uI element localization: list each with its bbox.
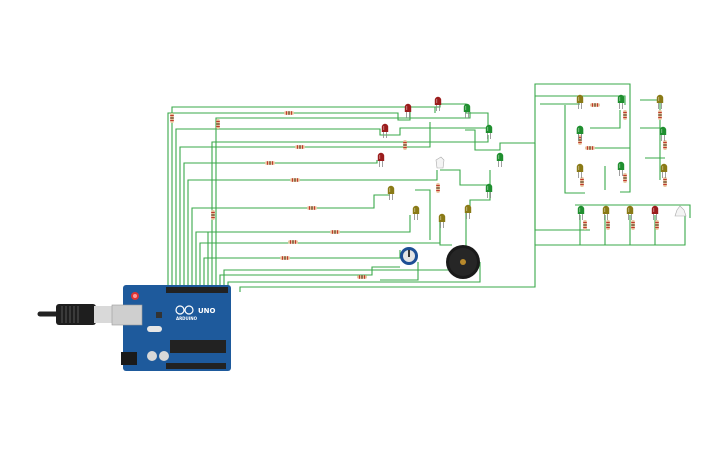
wire: [439, 222, 452, 246]
resistor: [623, 110, 627, 120]
wire: [440, 103, 489, 130]
wire: [590, 110, 621, 129]
wire: [534, 83, 631, 245]
resistor: [170, 113, 174, 123]
green-led: [463, 103, 471, 118]
wire: [440, 169, 488, 186]
wire: [380, 250, 401, 259]
wire: [191, 194, 390, 287]
resistor: [631, 220, 635, 230]
wire: [640, 99, 661, 180]
wire: [469, 190, 491, 210]
wire: [207, 231, 340, 287]
wire: [203, 257, 380, 287]
resistor: [606, 220, 610, 230]
green-led: [659, 126, 667, 141]
wire: [535, 95, 626, 105]
resistors: [170, 103, 667, 279]
wire: [385, 127, 490, 136]
resistor: [585, 146, 595, 150]
red-led: [434, 96, 442, 111]
resistor: [216, 119, 220, 129]
board-subtitle: ARDUINO: [176, 316, 198, 321]
resistor: [265, 161, 275, 165]
wire: [239, 216, 686, 292]
resistor: [290, 178, 300, 182]
arduino-uno-board[interactable]: UNO ARDUINO: [111, 285, 231, 371]
wire: [227, 281, 450, 287]
yellow-led: [464, 204, 472, 219]
green-led: [617, 94, 625, 109]
yellow-led: [576, 94, 584, 109]
resistor: [307, 206, 317, 210]
resistor: [623, 173, 627, 183]
potentiometer[interactable]: [400, 247, 418, 265]
wire: [564, 105, 585, 194]
wire: [490, 142, 535, 151]
green-led: [485, 183, 493, 198]
yellow-led: [660, 163, 668, 178]
resistor: [357, 275, 367, 279]
piezo-buzzer[interactable]: [446, 245, 480, 279]
resistor: [211, 210, 215, 220]
wire: [465, 129, 500, 151]
resistor: [578, 135, 582, 145]
green-led: [577, 205, 585, 220]
wire: [187, 170, 438, 287]
green-led: [576, 125, 584, 140]
resistor: [583, 220, 587, 230]
yellow-led: [576, 163, 584, 178]
resistor: [663, 140, 667, 150]
green-led: [496, 152, 504, 167]
yellow-led: [387, 185, 395, 200]
usb-cable: [37, 304, 112, 325]
wire: [534, 143, 590, 231]
resistor: [590, 103, 600, 107]
yellow-led: [602, 205, 610, 220]
light-sensor: [435, 156, 445, 169]
wire: [171, 106, 436, 287]
board-brand: UNO: [198, 307, 216, 315]
leds: [377, 94, 668, 228]
light-sensor: [674, 205, 687, 217]
resistor: [436, 183, 440, 193]
resistor: [663, 177, 667, 187]
wire: [380, 262, 419, 281]
resistor: [580, 177, 584, 187]
red-led: [377, 152, 385, 167]
wire: [215, 112, 471, 287]
wire: [223, 210, 467, 287]
red-led: [381, 123, 389, 138]
wire: [175, 128, 385, 287]
wire: [195, 215, 411, 287]
yellow-led: [656, 94, 664, 109]
resistor: [280, 256, 290, 260]
resistor: [330, 230, 340, 234]
resistor: [403, 140, 407, 150]
resistor: [288, 240, 298, 244]
wire: [450, 262, 481, 283]
yellow-led: [626, 205, 634, 220]
resistor: [295, 145, 305, 149]
resistor: [655, 220, 659, 230]
wire: [183, 160, 378, 287]
wire: [575, 204, 691, 218]
yellow-led: [438, 213, 446, 228]
green-led: [617, 161, 625, 176]
green-led: [485, 124, 493, 139]
resistor: [284, 111, 294, 115]
red-led: [404, 103, 412, 118]
wire: [219, 266, 400, 287]
resistor: [658, 110, 662, 120]
red-led: [651, 205, 659, 220]
wires: [167, 83, 691, 292]
wire: [415, 189, 431, 240]
yellow-led: [412, 205, 420, 220]
